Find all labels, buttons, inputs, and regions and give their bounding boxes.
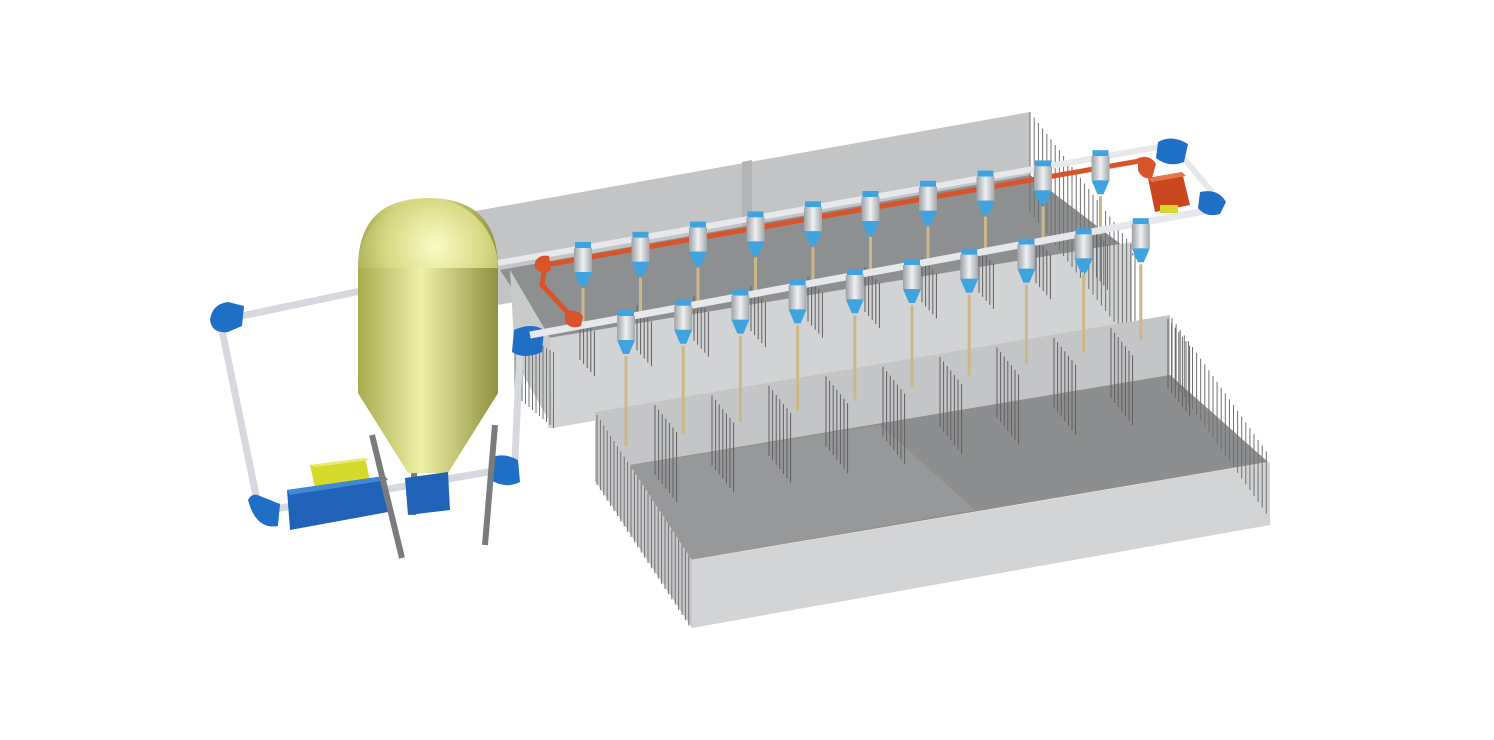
feeder-cone: [631, 261, 650, 276]
lower-railings: [596, 318, 1267, 626]
silo-leg: [369, 434, 405, 559]
front-pipe-white: [529, 206, 1211, 339]
feeder-hopper-icon: [919, 186, 937, 211]
feeder-cone: [861, 221, 880, 235]
silo-cone: [358, 393, 498, 472]
feeder-cone: [731, 319, 750, 334]
left-loop-pipe-vertical: [218, 329, 262, 506]
feeder-hopper-icon: [976, 176, 995, 201]
feeder-top-cap: [1035, 160, 1051, 167]
feeder-cone: [1074, 258, 1093, 273]
feeder-hopper-icon: [1091, 156, 1110, 181]
feeder-hopper-icon: [960, 254, 979, 279]
feed-pipe-red-corner: [1138, 156, 1156, 179]
feeder-hopper-icon: [631, 237, 650, 262]
feeder-cone: [845, 299, 864, 314]
feeder-top-cap: [675, 299, 692, 306]
pipe-corner-icon: [565, 310, 583, 328]
feeder-hopper-icon: [903, 265, 921, 289]
drop-tubes: [581, 196, 1143, 446]
feeder-cone: [960, 278, 979, 293]
pipe-corner-icon: [1156, 138, 1188, 165]
pipe-corner-icon: [1198, 191, 1226, 216]
feeder-cone: [976, 200, 995, 215]
lower-barn-front-wall: [692, 462, 1270, 628]
feeder-cone: [788, 309, 807, 324]
feeder-cone: [919, 210, 937, 225]
feeder-hopper-icon: [1131, 224, 1150, 249]
feeder-hopper-icon: [674, 305, 693, 330]
feeder-cone: [674, 329, 693, 344]
feeder-cone: [617, 340, 635, 354]
feeder-cone: [1034, 190, 1052, 205]
feeder-top-cap: [977, 170, 994, 177]
feeder-cone: [689, 251, 707, 266]
drive-unit-top: [1148, 172, 1186, 182]
feeder-hopper-icon: [1034, 166, 1052, 191]
blower-blue-top: [287, 476, 388, 495]
feeder-top-cap: [961, 248, 978, 255]
feeder-cone: [903, 289, 921, 303]
feeder-top-cap: [789, 279, 806, 286]
blower-icon: [287, 458, 388, 530]
upper-barn: [470, 112, 1136, 428]
lower-barn-left-wall: [595, 412, 692, 628]
feeder-hopper-icon: [689, 227, 707, 252]
upper-barn-floor: [500, 175, 1135, 352]
return-pipe-white: [497, 142, 1171, 266]
feeder-cone: [1131, 248, 1150, 263]
feeders: [574, 150, 1150, 354]
feeder-hopper-icon: [574, 248, 592, 272]
feeder-top-cap: [1132, 218, 1149, 225]
blower-yellow-box-top: [310, 458, 370, 467]
feeder-cone: [1017, 268, 1036, 283]
silo-body-cylinder: [358, 268, 498, 393]
pipe-corner-icon: [248, 494, 280, 527]
feeder-top-cap: [732, 289, 749, 296]
feeder-hopper-icon: [861, 197, 880, 221]
feeder-hopper-icon: [788, 285, 807, 310]
lower-barn-floor-light: [600, 425, 975, 560]
right-loop-pipe-vertical: [511, 344, 524, 461]
pipe-corner-icon: [488, 455, 520, 486]
feeder-cone: [804, 231, 822, 246]
silo-icon: [358, 198, 498, 559]
pipe-corner-icon: [535, 255, 551, 273]
feeder-top-cap: [690, 221, 706, 228]
feeder-top-cap: [1092, 150, 1109, 157]
feeder-top-cap: [904, 259, 920, 265]
feeder-top-cap: [846, 269, 863, 276]
feeder-top-cap: [805, 201, 821, 208]
feeder-top-cap: [920, 180, 936, 187]
drive-unit-icon: [1138, 156, 1190, 213]
feeder-hopper-icon: [746, 217, 765, 242]
drive-unit-body: [1148, 172, 1190, 212]
feeder-top-cap: [1075, 228, 1092, 235]
feeder-cone: [1091, 180, 1110, 195]
feeder-top-cap: [618, 310, 634, 316]
lower-barn: [595, 315, 1270, 628]
feeder-hopper-icon: [617, 316, 635, 340]
feeder-top-cap: [862, 191, 879, 197]
drive-unit-yellow: [1160, 205, 1178, 213]
feeder-top-cap: [1018, 238, 1035, 245]
feeder-top-cap: [747, 211, 764, 218]
feeder-hopper-icon: [1017, 244, 1036, 269]
feeder-hopper-icon: [804, 207, 822, 232]
feeder-cone: [574, 272, 592, 286]
left-loop-pipe: [231, 284, 376, 322]
silo-outlet: [405, 472, 450, 515]
feeder-cone: [746, 241, 765, 256]
pipe-corner-icon: [210, 302, 244, 333]
feeder-hopper-icon: [845, 275, 864, 300]
feeder-hopper-icon: [731, 295, 750, 320]
silo-leg: [482, 424, 498, 546]
feeder-top-cap: [575, 242, 591, 248]
feeder-top-cap: [632, 231, 649, 238]
feeder-hopper-icon: [1074, 234, 1093, 259]
